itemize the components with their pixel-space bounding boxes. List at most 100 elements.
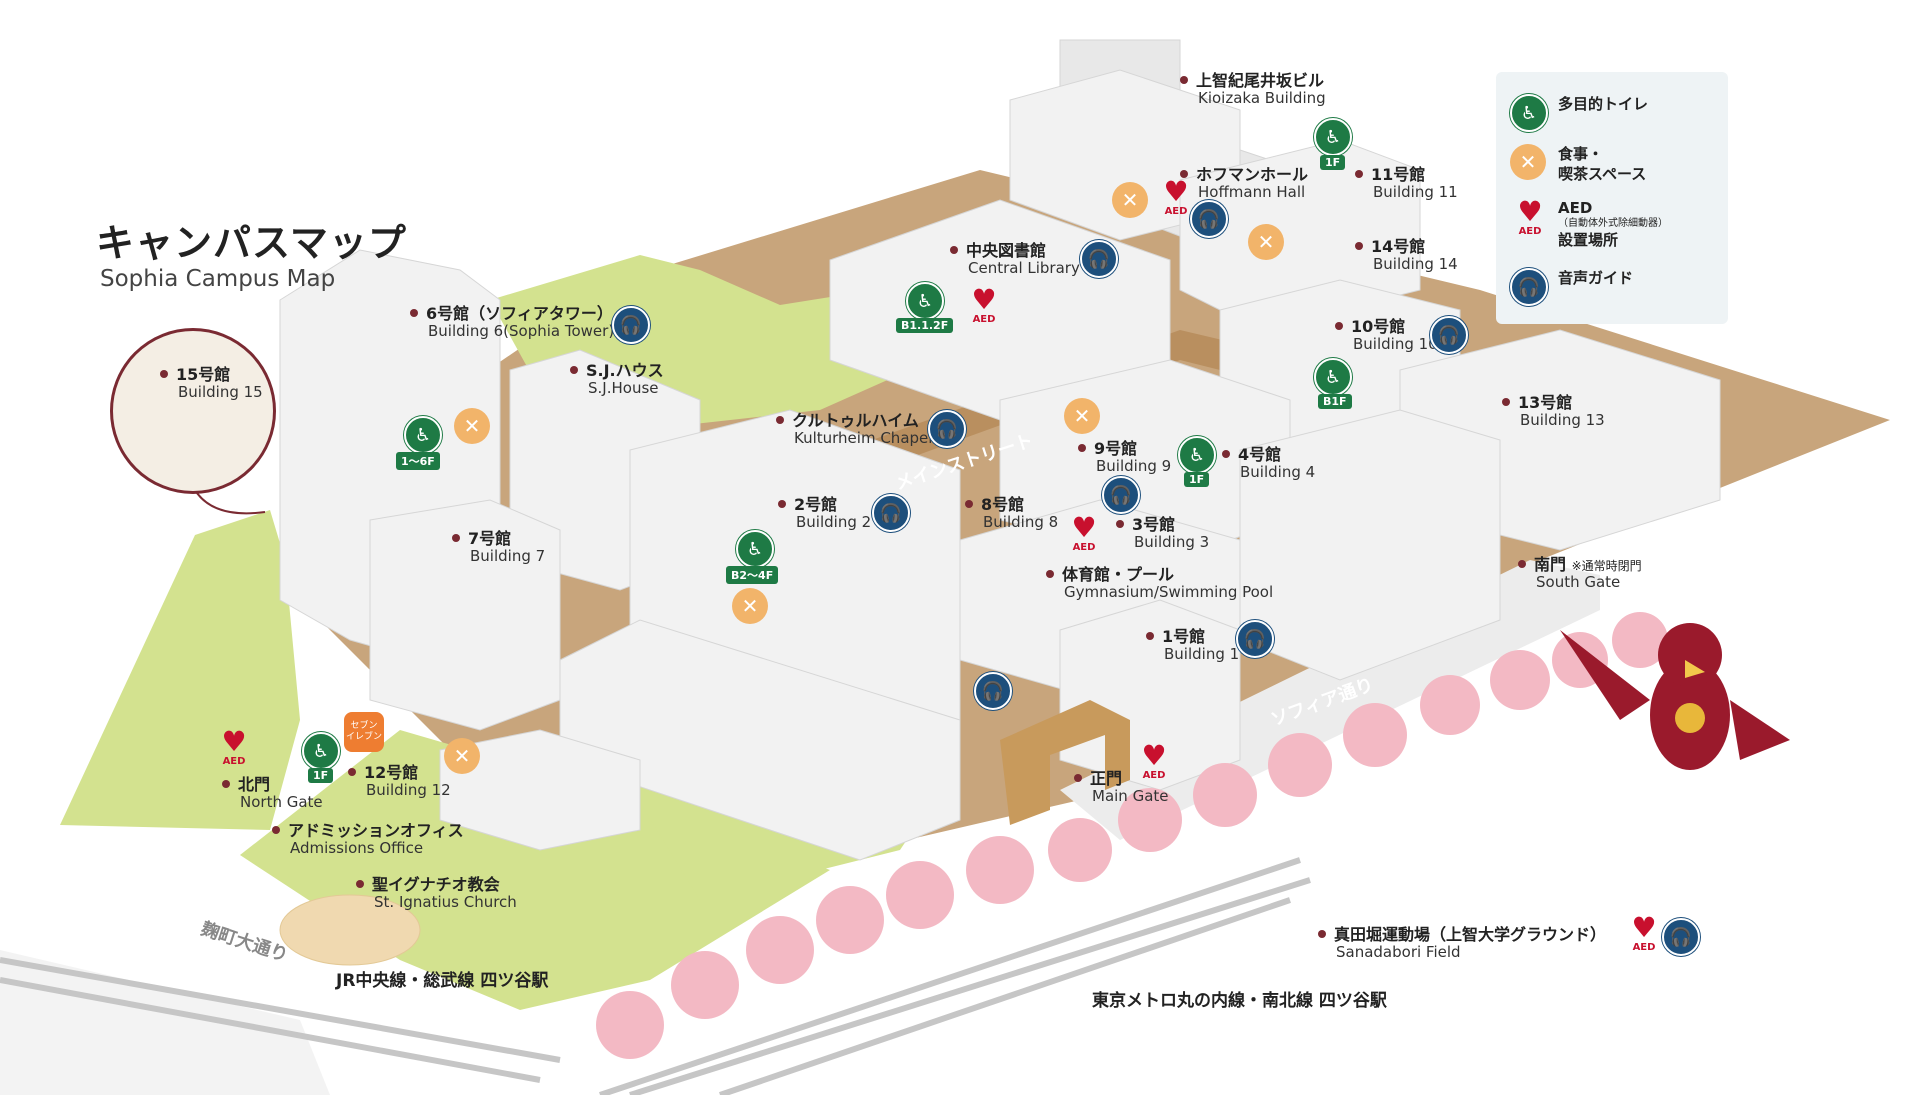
map-title: キャンパスマップ (96, 221, 407, 265)
wheelchair-icon[interactable]: ♿ (1178, 436, 1216, 474)
legend-aed-label: AED （自動体外式除細動器） 設置場所 (1558, 199, 1668, 249)
marker-dot (1146, 632, 1154, 640)
headphones-icon[interactable]: 🎧 (1236, 620, 1274, 658)
lawn-west (60, 510, 300, 830)
marker-dot (1074, 774, 1082, 782)
marker-dot (1180, 76, 1188, 84)
fork-knife-icon[interactable]: ✕ (732, 588, 768, 624)
headphones-icon[interactable]: 🎧 (1102, 476, 1140, 514)
map-subtitle: Sophia Campus Map (100, 266, 336, 292)
headphones-icon[interactable]: 🎧 (1190, 200, 1228, 238)
headphones-icon[interactable]: 🎧 (872, 494, 910, 532)
headphones-icon[interactable]: 🎧 (928, 410, 966, 448)
marker-dot (1355, 242, 1363, 250)
heart-aed-icon[interactable]: ♥AED (1631, 911, 1657, 954)
heart-aed-icon[interactable]: ♥AED (971, 283, 997, 326)
building-label-sanadabori[interactable]: 真田堀運動場（上智大学グラウンド）Sanadabori Field (1318, 925, 1606, 962)
legend-food: ✕ 食事・ 喫茶スペース (1510, 144, 1646, 184)
marker-dot (452, 534, 460, 542)
wheelchair-icon[interactable]: ♿ (302, 732, 340, 770)
wheelchair-icon[interactable]: ♿ (1314, 358, 1352, 396)
heart-aed-icon[interactable]: ♥AED (1163, 175, 1189, 218)
marker-dot (356, 880, 364, 888)
fork-knife-icon[interactable]: ✕ (1064, 398, 1100, 434)
marker-dot (222, 780, 230, 788)
fork-knife-icon: ✕ (1510, 144, 1546, 180)
headphones-icon[interactable]: 🎧 (1080, 240, 1118, 278)
headphones-icon[interactable]: 🎧 (974, 672, 1012, 710)
wheelchair-icon: ♿ (1510, 94, 1548, 132)
building-15-inset (110, 328, 276, 494)
headphones-icon[interactable]: 🎧 (612, 306, 650, 344)
marker-dot (1335, 322, 1343, 330)
heart-aed-icon[interactable]: ♥AED (221, 725, 247, 768)
marker-dot (1502, 398, 1510, 406)
floor-tag-building-12: 1F (308, 768, 334, 783)
marker-dot (1180, 170, 1188, 178)
marker-dot (1222, 450, 1230, 458)
main-gate-arch (1000, 700, 1130, 825)
legend-aed: ♥AED AED （自動体外式除細動器） 設置場所 (1510, 198, 1668, 250)
headphones-icon[interactable]: 🎧 (1662, 918, 1700, 956)
fork-knife-icon[interactable]: ✕ (1248, 224, 1284, 260)
building-label-6[interactable]: 6号館（ソフィアタワー）Building 6(Sophia Tower) (410, 304, 614, 341)
fork-knife-icon[interactable]: ✕ (444, 738, 480, 774)
marker-dot (272, 826, 280, 834)
floor-tag-building-9: 1F (1184, 472, 1210, 487)
floor-tag-building-2: B2〜4F (726, 566, 779, 584)
fork-knife-icon[interactable]: ✕ (1112, 182, 1148, 218)
marker-dot (1355, 170, 1363, 178)
buildings (279, 39, 1721, 861)
seven-eleven-icon[interactable]: セブン イレブン (344, 712, 384, 752)
marker-dot (1116, 520, 1124, 528)
wheelchair-icon[interactable]: ♿ (404, 416, 442, 454)
legend-audio-label: 音声ガイド (1558, 269, 1634, 287)
legend-toilet-label: 多目的トイレ (1558, 95, 1649, 113)
marker-dot (1318, 930, 1326, 938)
legend-audio: 🎧 音声ガイド (1510, 268, 1633, 306)
legend-toilet: ♿ 多目的トイレ (1510, 94, 1648, 132)
kojimachi-road (0, 950, 330, 1095)
wheelchair-icon[interactable]: ♿ (906, 282, 944, 320)
heart-aed-icon[interactable]: ♥AED (1141, 739, 1167, 782)
fork-knife-icon[interactable]: ✕ (454, 408, 490, 444)
headphones-icon[interactable]: 🎧 (1430, 316, 1468, 354)
wheelchair-icon[interactable]: ♿ (736, 530, 774, 568)
floor-tag-building-6: 1〜6F (396, 452, 440, 470)
marker-dot (778, 500, 786, 508)
wheelchair-icon[interactable]: ♿ (1314, 118, 1352, 156)
floor-tag-library: B1.1.2F (896, 318, 954, 333)
railway (0, 857, 1311, 1095)
marker-dot (410, 309, 418, 317)
heart-aed-icon[interactable]: ♥AED (1071, 511, 1097, 554)
church (279, 894, 421, 966)
headphones-icon: 🎧 (1510, 268, 1548, 306)
marker-dot (348, 768, 356, 776)
marker-dot (1046, 570, 1054, 578)
